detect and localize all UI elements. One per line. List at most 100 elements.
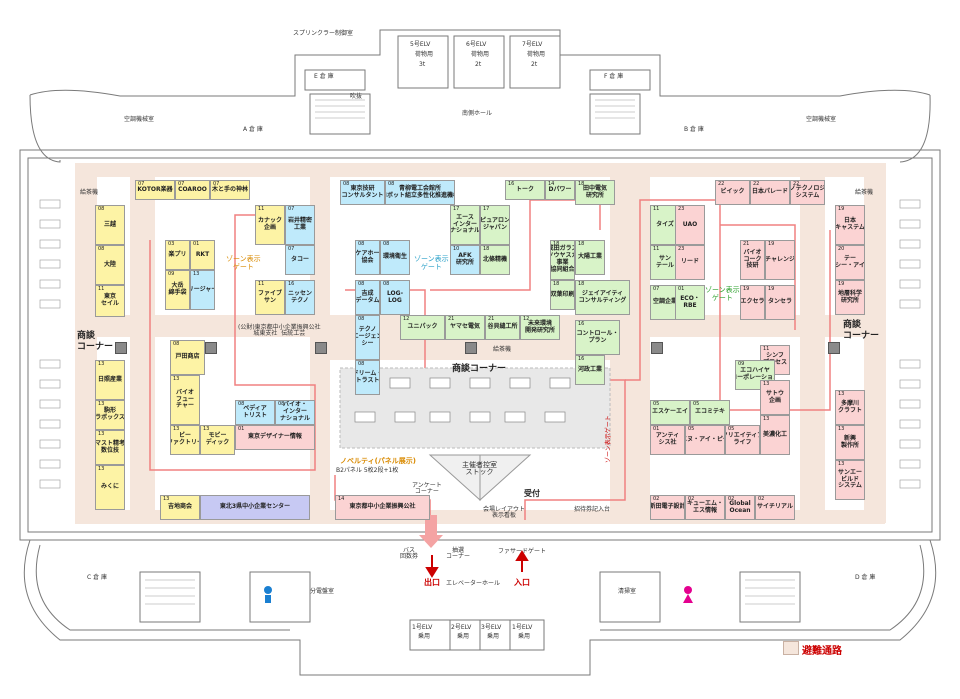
booth-label: 吉地商会 <box>167 503 192 511</box>
booth-b43[interactable]: 22ナカノテクノロジー・ システム <box>790 180 825 205</box>
booth-label: 空調企業 <box>652 298 677 306</box>
booth-b74[interactable]: 05エヌ・アイ・ピー <box>685 425 725 455</box>
booth-number: 01 <box>193 241 200 247</box>
booth-label: RKT <box>195 250 210 258</box>
booth-label: 未来環境 開発研究所 <box>524 319 555 334</box>
booth-number: 08 <box>278 401 285 407</box>
hall-top-label: 南側ホール <box>462 110 493 117</box>
pillar <box>115 342 127 354</box>
booth-b10[interactable]: 13リージャー <box>190 270 215 310</box>
booth-b34[interactable]: 08ドリーム・ トラスト <box>355 360 380 395</box>
cleaning-room-label: 清掃室 <box>618 588 637 595</box>
booth-number: 18 <box>553 281 560 287</box>
booth-label: エコミテキ <box>694 408 725 416</box>
booth-label: 地層科学 研究所 <box>837 289 862 304</box>
booth-b81[interactable]: 東北3県中小企業センター <box>200 495 310 520</box>
elv5-sub: 荷物用 <box>415 51 434 58</box>
c-storage-label: C 倉 庫 <box>87 574 108 581</box>
elv3-label: 3号ELV <box>481 624 502 631</box>
elv1a-label: 1号ELV <box>412 624 433 631</box>
booth-number: 07 <box>288 246 295 252</box>
booth-b75[interactable]: 05クリエイティブ ライフ <box>725 425 760 455</box>
booth-label: チャレンジ <box>765 255 795 263</box>
booth-label: 谷貝縫工所 <box>487 323 518 331</box>
booth-b35[interactable]: 18成田ガラス ソウヤスカ 事業 協同組合 <box>550 240 575 280</box>
